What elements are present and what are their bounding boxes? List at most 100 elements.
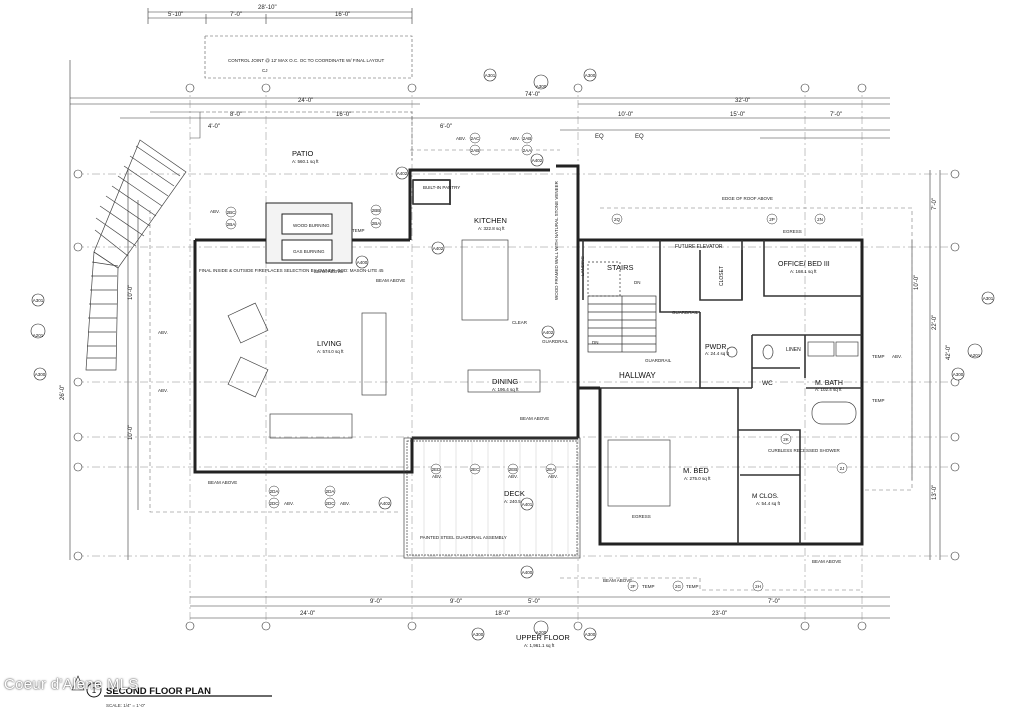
room-patio-name: PATIO [292,149,314,158]
room-living-name: LIVING [317,339,342,348]
section-marker-text: A300 A301 A300 A201 A301 A300 A301 A201 … [33,73,994,637]
room-closet-name: CLOSET [719,266,725,286]
ref-a401: A401 [522,502,533,507]
dim-eq-2: EQ [635,134,644,140]
dim-left-10b: 10'-0" [128,425,134,440]
ref-a301-top: A301 [485,73,496,78]
tag-2ab-a: 2AB [471,148,480,153]
dim-left-26: 26'-0" [60,385,66,400]
note-clear: CLEAR [512,320,528,325]
dim-bot-18: 18'-0" [495,611,510,617]
dim-bot-7: 7'-0" [768,599,780,605]
ref-a300-top: A300 [536,84,547,89]
tag-2g: 2G [675,584,682,589]
ref-a402-2: A402 [433,246,444,251]
dim-top-c: 16'-0" [335,12,350,18]
note-painted-steel: PAINTED STEEL GUARDRAIL ASSEMBLY [420,535,507,540]
note-beam-above-6: BEAM ABOVE [812,559,841,564]
note-temp-3: TEMP [872,398,885,403]
note-wood-burning: WOOD BURNING [293,223,330,228]
ref-a402-5: A402 [380,501,391,506]
dim-24: 24'-0" [298,98,313,104]
room-wc-name: WC [762,380,773,387]
note-guardrail-1: GUARDRAIL [542,339,569,344]
dim-left-10: 10'-0" [128,285,134,300]
note-abv-5: ABV. [158,388,168,393]
room-mbed-area: A: 275.0 sq ft [684,476,711,481]
ref-a300-right: A300 [953,372,964,377]
dim-10: 10'-0" [618,112,633,118]
ref-a402-1: A402 [532,158,543,163]
dim-bot-23: 23'-0" [712,611,727,617]
ref-a402-4: A402 [543,330,554,335]
deck [403,437,581,559]
tag-2eb: 2EB [509,467,518,472]
note-temp-1: TEMP [352,228,365,233]
dim-bot-24: 24'-0" [300,611,315,617]
walls [193,164,864,546]
tag-2ec: 2EC [471,467,481,472]
ref-a300-left: A300 [35,372,46,377]
tag-2dc-b: 2DC [325,501,335,506]
dim-bot-5: 5'-0" [528,599,540,605]
ref-a301-left: A301 [33,298,44,303]
room-office-name: OFFICE/ BED III [778,261,830,268]
patio-area [150,35,413,160]
ref-a201-right: A201 [970,353,981,358]
exterior-stair [85,139,187,371]
tag-2dc: 2DC [269,501,279,506]
note-abv-3: ABV. [510,136,520,141]
room-kitchen-area: A: 322.8 sq ft [478,226,505,231]
dim-8: 8'-0" [230,112,242,118]
dim-right-13: 13'-0" [932,485,938,500]
dim-right-42: 42'-0" [946,345,952,360]
note-egress-1: EGRESS [783,229,802,234]
note-fireplace: FINAL INSIDE & OUTSIDE FIREPLACES SELECT… [199,268,384,273]
tag-2bb: 2BB [372,208,381,213]
dim-7: 7'-0" [830,112,842,118]
room-labels: PATIO A: 560.1 sq ft KITCHEN A: 322.8 sq… [292,149,843,506]
room-stairs-name: STAIRS [607,263,634,272]
tag-2j: 2J [840,466,845,471]
tag-2f: 2F [630,584,636,589]
dim-16: 16'-0" [336,112,351,118]
room-dining-name: DINING [492,377,518,386]
bottom-dimensions [190,596,890,619]
room-deck-name: DECK [504,489,525,498]
note-abv-6: ABV. [284,501,294,506]
ref-a300-bot2: A300 [585,632,596,637]
note-beam-above-3: BEAM ABOVE [520,416,549,421]
tags [225,132,848,592]
interior-stair [587,261,657,353]
note-temp-2: TEMP [872,354,885,359]
note-beam-above-4: BEAM ABOVE [208,480,237,485]
room-patio-area: A: 560.1 sq ft [292,159,319,164]
title-scale: SCALE: 1/4" = 1'-0" [106,703,146,708]
note-dn-2: DN [592,340,599,345]
room-mbath-name: M. BATH [815,380,843,387]
top-dimensions [70,8,890,139]
note-cj: CJ [262,68,268,73]
watermark: Coeur d'Alene MLS [4,676,139,693]
dim-4: 4'-0" [208,124,220,130]
note-abv-10: ABV. [548,474,558,479]
dim-overall-74: 74'-0" [525,92,540,98]
room-deck-area: A: 240.5 sq ft [504,499,531,504]
note-dn-1: DN [634,280,641,285]
note-abv-1: ABV. [210,209,220,214]
tag-2bc: 2BC [227,210,237,215]
tag-2ba: 2BA [227,222,236,227]
room-pwdr-area: A: 24.4 sq ft [705,351,730,356]
tag-2ea: 2EA [547,467,556,472]
floor-name: UPPER FLOOR [516,633,570,642]
dim-right-10: 10'-0" [914,275,920,290]
ref-a301-right: A301 [983,296,994,301]
note-beam-above-5: BEAM ABOVE [603,578,632,583]
dim-bot-9a: 9'-0" [370,599,382,605]
tag-2aa: 2AA [523,148,532,153]
furniture [227,239,859,507]
room-pwdr-name: PWDR. [705,344,728,351]
room-mclos-area: A: 54.4 sq ft [756,501,781,506]
ref-a200-bot: A200 [536,630,547,635]
